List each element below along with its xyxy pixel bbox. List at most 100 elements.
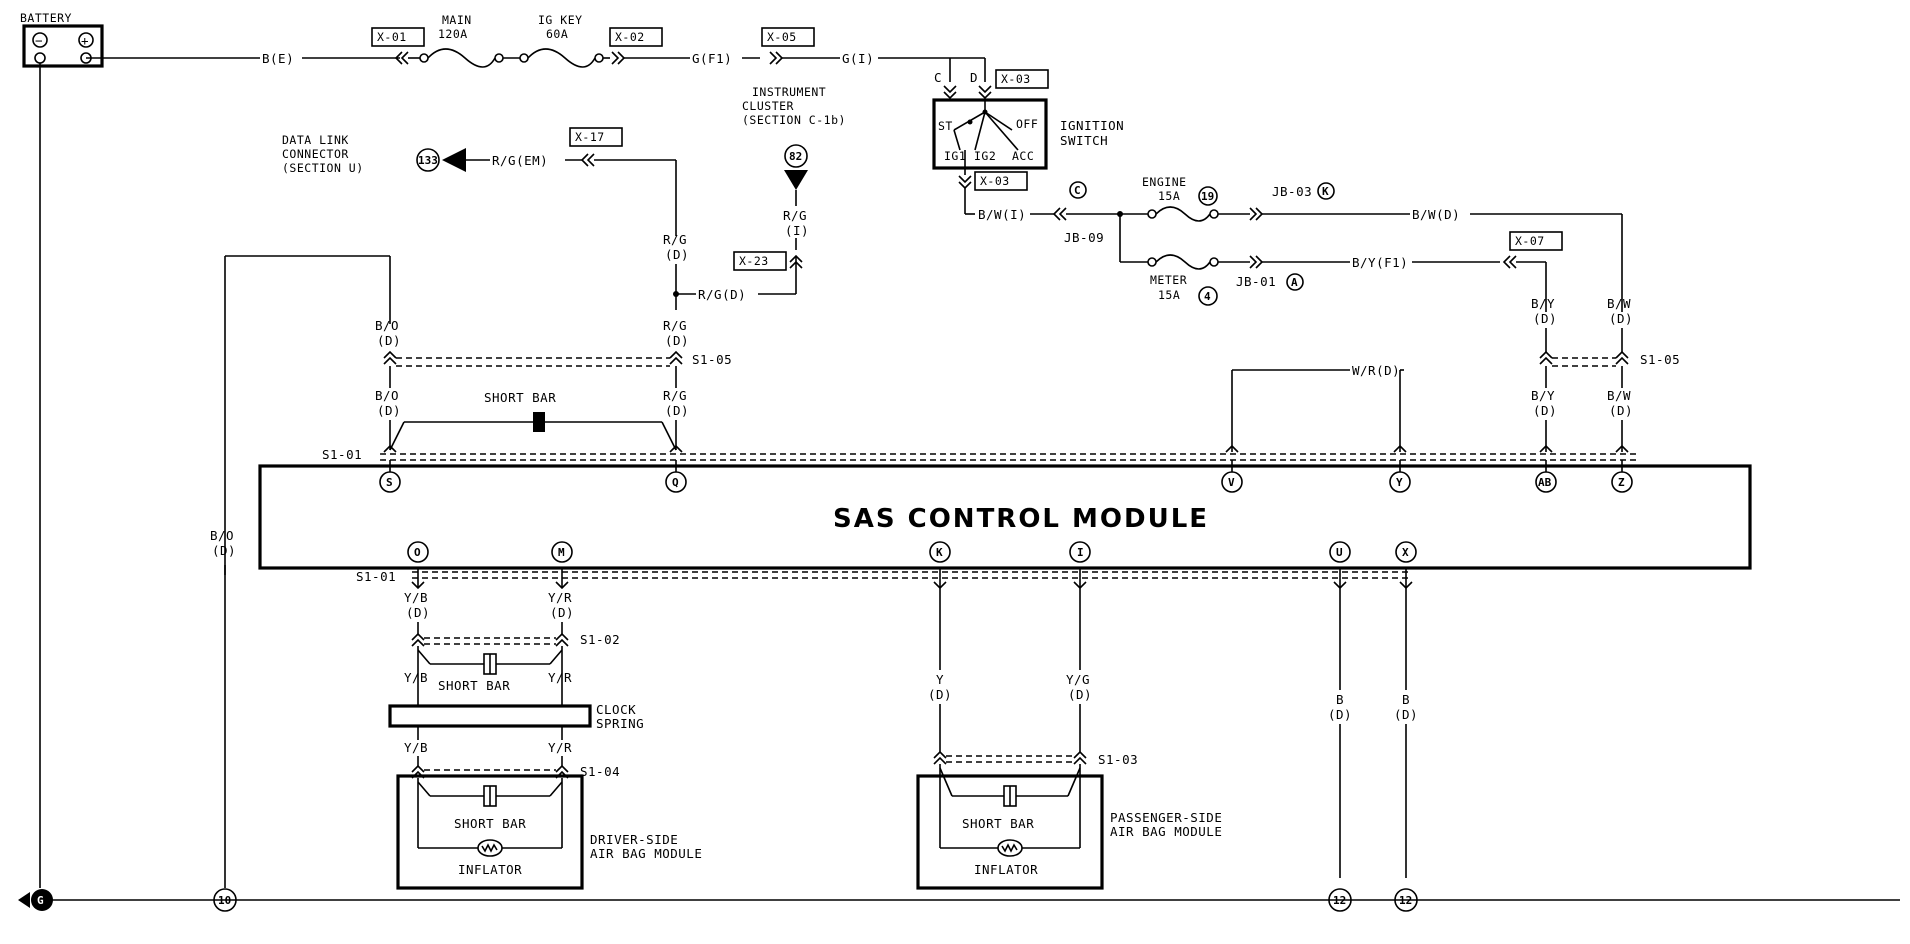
joint-jb09: JB-09 <box>1064 230 1104 245</box>
wire-label-bo-1: B/O <box>375 318 399 333</box>
top-pin-q: Q <box>665 444 687 493</box>
passenger-side-chain: Y (D) Y/G (D) S1-03 SHORT BAR INFLATOR P… <box>916 588 1222 890</box>
wire-label-by-2: B/Y <box>1531 388 1555 403</box>
ignition-label-l1: IGNITION <box>1060 118 1124 133</box>
wire-label-b-2: B <box>1402 692 1410 707</box>
pin-label-v: V <box>1228 476 1235 489</box>
short-bar-driver-label: SHORT BAR <box>454 816 526 831</box>
fuse-engine-num: 19 <box>1201 190 1214 203</box>
wire-label-yr-1b: (D) <box>550 605 574 620</box>
ignition-pos-ig1: IG1 <box>944 149 966 163</box>
wire-label-b-1b: (D) <box>1328 707 1352 722</box>
jb01-pin: A <box>1291 276 1298 289</box>
wire-label-bo-2b: (D) <box>377 403 401 418</box>
wire-label-yb: (D) <box>928 687 952 702</box>
wire-label-by-1b: (D) <box>1533 311 1557 326</box>
pin-label-s: S <box>386 476 393 489</box>
clock-spring-l2: SPRING <box>596 716 644 731</box>
pass-module-l2: AIR BAG MODULE <box>1110 824 1222 839</box>
dlc-label-l2: CONNECTOR <box>282 147 349 161</box>
wire-label-by-1: B/Y <box>1531 296 1555 311</box>
wire-label-bw-1b: (D) <box>1609 311 1633 326</box>
driver-module-l2: AIR BAG MODULE <box>590 846 702 861</box>
wire-label-bo-3b: (D) <box>212 543 236 558</box>
dlc-label-l1: DATA LINK <box>282 133 349 147</box>
short-bar-top-label: SHORT BAR <box>484 390 556 405</box>
wire-label-yr-2: Y/R <box>548 670 572 685</box>
wire-label-bw-i: B/W(I) <box>978 207 1026 222</box>
joint-s1-05-a: S1-05 <box>692 352 732 367</box>
ignition-pos-off: OFF <box>1016 117 1038 131</box>
wire-label-bo-2: B/O <box>375 388 399 403</box>
pin-label-k: K <box>936 546 943 559</box>
connector-x05: X-05 <box>767 30 797 44</box>
fuse-main-name: MAIN <box>442 13 472 27</box>
ignition-pin-c: C <box>934 70 942 85</box>
sas-control-module: S1-01 SAS CONTROL MODULE S Q V Y <box>258 444 1752 570</box>
wire-label-by-2b: (D) <box>1533 403 1557 418</box>
joint-s1-03: S1-03 <box>1098 752 1138 767</box>
short-bar-pass-label: SHORT BAR <box>962 816 1034 831</box>
wire-label-rg-3: R/G <box>663 388 687 403</box>
wire-label-b-1: B <box>1336 692 1344 707</box>
top-pin-z: Z <box>1611 444 1633 493</box>
fuse-branch: B/W(I) C JB-09 ENGINE 15A 19 JB-03 K B/W… <box>978 175 1623 306</box>
top-pin-v: V <box>1221 444 1243 493</box>
top-pin-ab: AB <box>1535 444 1557 493</box>
ground-ref-10: 10 <box>218 894 231 907</box>
wire-label-yb-1: Y/B <box>404 590 428 605</box>
wire-label-bw-1: B/W <box>1607 296 1631 311</box>
top-pin-y: Y <box>1389 444 1411 493</box>
wire-label-rg-1: R/G <box>663 232 687 247</box>
bottom-pin-u: U <box>1329 541 1351 563</box>
fuse-igkey-rating: 60A <box>546 27 568 41</box>
connector-x03-top: X-03 <box>1001 72 1031 86</box>
joint-s1-05-b: S1-05 <box>1640 352 1680 367</box>
bottom-pin-k: K <box>929 541 951 563</box>
driver-module-l1: DRIVER-SIDE <box>590 832 678 847</box>
ic-label-l3: (SECTION C-1b) <box>742 113 846 127</box>
connector-x02: X-02 <box>615 30 645 44</box>
battery-neg-symbol: − <box>35 33 43 48</box>
module-title: SAS CONTROL MODULE <box>833 504 1209 534</box>
wire-label-be: B(E) <box>262 51 294 66</box>
wr-loop: W/R(D) <box>1231 363 1404 452</box>
wire-label-ygb: (D) <box>1068 687 1092 702</box>
pin-label-ab: AB <box>1538 476 1552 489</box>
connector-x07: X-07 <box>1515 234 1545 248</box>
ic-label-l1: INSTRUMENT <box>752 85 826 99</box>
fuse-meter-num: 4 <box>1204 290 1211 303</box>
wire-label-by-f1: B/Y(F1) <box>1352 255 1408 270</box>
bottom-pin-x: X <box>1395 541 1417 563</box>
pin-label-u: U <box>1336 546 1343 559</box>
ic-label-l2: CLUSTER <box>742 99 794 113</box>
fuse-meter-rating: 15A <box>1158 288 1180 302</box>
connector-x23: X-23 <box>739 254 769 268</box>
ground-ref-12a: 12 <box>1333 894 1346 907</box>
short-bar-clock-label: SHORT BAR <box>438 678 510 693</box>
wire-label-b-2b: (D) <box>1394 707 1418 722</box>
battery-label: BATTERY <box>20 11 72 25</box>
wire-label-yb-3: Y/B <box>404 740 428 755</box>
pin-label-z: Z <box>1618 476 1625 489</box>
ground-bus: G 10 12 12 <box>18 888 1900 912</box>
wire-label-yr-3: Y/R <box>548 740 572 755</box>
wire-label-bo-3: B/O <box>210 528 234 543</box>
wire-label-yb-1b: (D) <box>406 605 430 620</box>
wire-label-gf1: G(F1) <box>692 51 732 66</box>
main-power-line: B(E) X-01 MAIN 120A IG KEY 60A X-02 G(F1… <box>86 13 985 68</box>
wire-label-rg-em: R/G(EM) <box>492 153 548 168</box>
joint-s1-01-top: S1-01 <box>322 447 362 462</box>
joint-s1-01-bottom: S1-01 <box>356 569 396 584</box>
wire-label-yb-2: Y/B <box>404 670 428 685</box>
pin-label-o: O <box>414 546 421 559</box>
pin-label-y: Y <box>1396 476 1403 489</box>
dlc-ref-num: 133 <box>418 154 438 167</box>
s1-01-joint-bottom: S1-01 <box>356 568 1413 590</box>
wire-label-bo-1b: (D) <box>377 333 401 348</box>
fuse-engine-rating: 15A <box>1158 189 1180 203</box>
wire-label-yr-1: Y/R <box>548 590 572 605</box>
wire-label-y: Y <box>936 672 944 687</box>
driver-side-chain: Y/B (D) Y/R (D) S1-02 Y/B Y/R SHORT BAR … <box>388 590 702 890</box>
